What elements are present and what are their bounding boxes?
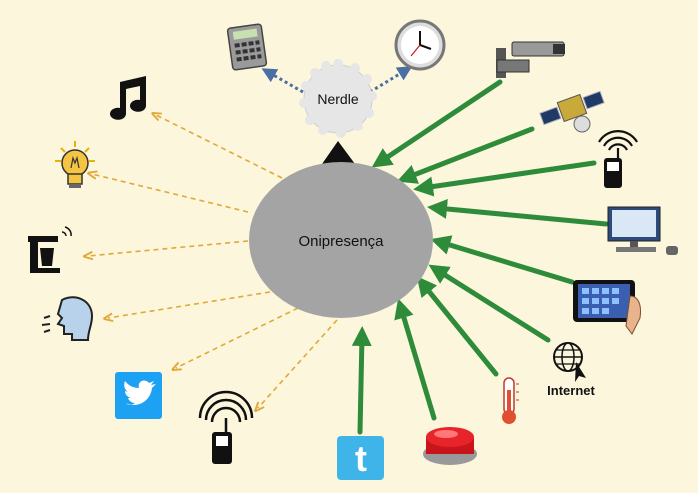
speaking-head-icon: [41, 296, 94, 341]
arrow-to-bulb: [92, 174, 249, 213]
mobile-phone-antenna-icon: [598, 129, 638, 188]
twitter-icon: t: [337, 436, 384, 480]
arrow-from-tablet: [430, 235, 575, 285]
red-button-icon: [423, 427, 477, 465]
arrow-from-camera: [371, 79, 503, 168]
connector-triangle: [322, 141, 355, 164]
svg-text:t: t: [355, 438, 367, 479]
music-note-icon: [110, 76, 146, 120]
coffee-maker-icon: [28, 226, 72, 273]
arrow-from-twitter-in: [351, 326, 372, 435]
arrow-from-internet: [428, 264, 551, 343]
arrow-to-calculator: [261, 68, 304, 94]
input-arrows: [351, 79, 609, 435]
arrow-from-button: [394, 298, 437, 421]
mobile-phone-signal-icon: [198, 390, 254, 464]
arrow-from-thermometer: [416, 276, 499, 377]
twitter-icon: [115, 372, 162, 419]
center-node: Onipresença: [249, 162, 433, 318]
light-bulb-icon: [55, 141, 95, 188]
arrow-to-twitter-out: [176, 307, 299, 368]
arrow-to-head: [108, 291, 271, 318]
arrow-to-clock: [369, 66, 413, 94]
satellite-icon: [539, 90, 605, 133]
arrow-from-phone-antenna: [413, 160, 597, 197]
arrow-from-computer: [427, 198, 609, 227]
hub-label: Nerdle: [317, 91, 358, 107]
wall-clock-icon: [394, 19, 446, 71]
security-camera-icon: [496, 41, 565, 78]
hub-arrows: [261, 66, 413, 94]
nerdle-hub: Nerdle: [299, 59, 377, 138]
arrow-to-coffee: [88, 240, 249, 256]
internet-label: Internet: [547, 383, 595, 398]
center-label: Onipresença: [298, 233, 384, 250]
thermometer-icon: [502, 377, 519, 424]
arrow-to-phone-out: [258, 319, 338, 408]
arrow-to-music: [156, 115, 283, 179]
output-arrows: [88, 115, 338, 408]
arrow-from-satellite: [396, 126, 535, 184]
calculator-icon: [226, 23, 268, 71]
internet-globe-icon: [553, 342, 586, 382]
tablet-icon: [573, 280, 641, 335]
desktop-computer-icon: [607, 206, 678, 255]
